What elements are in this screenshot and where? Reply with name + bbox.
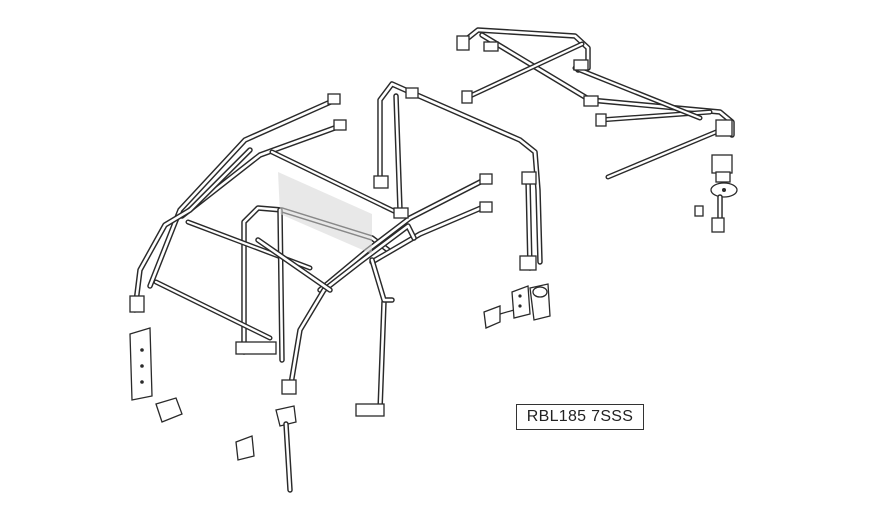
front-cage — [129, 93, 493, 417]
loose-brackets — [129, 327, 297, 493]
part-number-label: RBL185 7SSS — [516, 404, 644, 430]
rear-roof-frame — [456, 27, 735, 180]
rear-bracket-assembly — [694, 154, 738, 233]
middle-hoop — [373, 81, 543, 271]
mid-floor-brackets — [483, 283, 551, 329]
